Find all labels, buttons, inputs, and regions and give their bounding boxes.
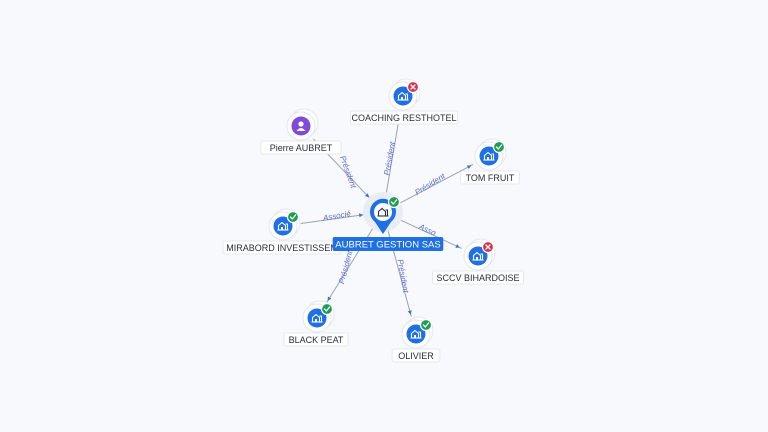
- edge-arrow: [364, 193, 370, 198]
- edge-relation-label: Président: [382, 140, 397, 176]
- nodes: COACHING RESTHOTEL Pierre AUBRET TOM FRUIT…: [222, 78, 524, 363]
- person-icon: [296, 121, 306, 131]
- node-olivier[interactable]: OLIVIER: [391, 316, 441, 363]
- edge-arrow: [455, 244, 460, 248]
- node-blackpeat[interactable]: BLACK PEAT: [283, 300, 349, 347]
- building-icon: [410, 329, 422, 339]
- edge-arrow: [327, 296, 332, 302]
- edge-relation-label: Président: [413, 171, 447, 197]
- building-icon: [472, 251, 484, 261]
- node-label: OLIVIER: [398, 351, 434, 361]
- edge-line: [385, 113, 401, 197]
- center-node-label: AUBRET GESTION SAS: [335, 240, 440, 251]
- active-check-icon: [286, 210, 300, 224]
- closed-cross-icon: [481, 240, 495, 254]
- building-icon: [483, 151, 495, 161]
- edge-relation-label: Associé: [321, 209, 352, 223]
- node-label: COACHING RESTHOTEL: [351, 113, 456, 123]
- edge-arrow: [407, 310, 412, 315]
- node-coaching[interactable]: COACHING RESTHOTEL: [349, 78, 458, 125]
- node-mirabord[interactable]: MIRABORD INVESTISSEM: [222, 208, 342, 255]
- building-icon: [377, 207, 389, 217]
- building-icon: [311, 313, 323, 323]
- edge-relation-label: Président: [396, 259, 411, 295]
- node-label: Pierre AUBRET: [270, 143, 333, 153]
- node-label: SCCV BIHARDOISE: [436, 273, 519, 283]
- node-label: TOM FRUIT: [466, 173, 515, 183]
- edge-mirabord: Associé: [300, 209, 368, 224]
- center-node[interactable]: AUBRET GESTION SAS: [332, 192, 444, 251]
- active-check-icon: [419, 318, 433, 332]
- node-sccv[interactable]: SCCV BIHARDOISE: [432, 238, 524, 285]
- active-check-icon: [387, 195, 401, 209]
- edge-arrow: [466, 165, 472, 169]
- node-label: MIRABORD INVESTISSEM: [226, 243, 338, 253]
- edge-line: [396, 163, 474, 205]
- building-icon: [397, 91, 409, 101]
- edge-relation-label: Président: [337, 249, 355, 285]
- building-icon: [277, 221, 289, 231]
- edge-relation-label: Président: [338, 155, 358, 191]
- edge-line: [300, 213, 368, 224]
- active-check-icon: [492, 140, 506, 154]
- node-label: BLACK PEAT: [289, 335, 344, 345]
- edge-coaching: Président: [382, 113, 401, 197]
- closed-cross-icon: [406, 80, 420, 94]
- node-tomfruit[interactable]: TOM FRUIT: [460, 138, 520, 185]
- edge-line: [397, 218, 462, 249]
- edge-arrow: [358, 213, 364, 218]
- active-check-icon: [320, 302, 334, 316]
- node-pierre[interactable]: Pierre AUBRET: [260, 108, 342, 155]
